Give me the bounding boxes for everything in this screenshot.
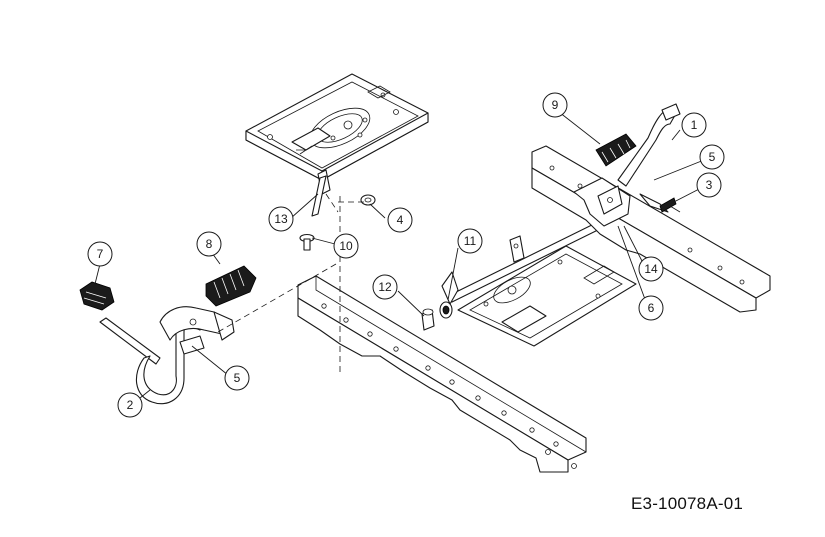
svg-text:13: 13 xyxy=(274,212,288,226)
callout-6: 6 xyxy=(638,295,664,321)
assembly-guide-lines xyxy=(217,193,364,372)
bolt-10 xyxy=(299,233,315,251)
bushing-4 xyxy=(360,194,376,206)
svg-text:7: 7 xyxy=(97,247,104,261)
svg-text:14: 14 xyxy=(644,262,658,276)
leader-lines xyxy=(93,111,706,399)
callout-9: 9 xyxy=(542,92,568,118)
svg-text:10: 10 xyxy=(339,239,353,253)
seat-plate xyxy=(245,73,429,195)
svg-text:2: 2 xyxy=(127,398,134,412)
pedal-pad-7 xyxy=(79,281,115,311)
svg-text:1: 1 xyxy=(691,118,698,132)
svg-text:8: 8 xyxy=(206,237,213,251)
callout-13: 13 xyxy=(268,206,294,232)
callout-14: 14 xyxy=(638,256,664,282)
svg-text:12: 12 xyxy=(378,280,392,294)
callout-8: 8 xyxy=(196,231,222,257)
lift-handle xyxy=(617,103,681,187)
callout-5-left: 5 xyxy=(224,365,250,391)
svg-text:6: 6 xyxy=(648,301,655,315)
pedal-pad-8 xyxy=(205,265,257,307)
pedal-assembly xyxy=(99,306,235,405)
spacer-12 xyxy=(421,308,435,331)
grip-9 xyxy=(595,133,637,167)
svg-text:5: 5 xyxy=(709,150,716,164)
callout-2: 2 xyxy=(117,392,143,418)
lift-bracket xyxy=(573,177,669,227)
callout-12: 12 xyxy=(372,274,398,300)
svg-text:11: 11 xyxy=(464,234,477,248)
svg-text:4: 4 xyxy=(397,213,404,227)
spacer-11 xyxy=(439,301,453,319)
pin-13 xyxy=(311,175,327,217)
callout-11: 11 xyxy=(457,228,483,254)
callout-10: 10 xyxy=(333,233,359,259)
frame-rail-left xyxy=(297,275,587,473)
callout-1: 1 xyxy=(681,112,707,138)
drawing-code: E3-10078A-01 xyxy=(631,494,744,513)
callout-3: 3 xyxy=(696,172,722,198)
callout-5-right: 5 xyxy=(699,144,725,170)
svg-text:3: 3 xyxy=(706,178,713,192)
svg-text:5: 5 xyxy=(234,371,241,385)
svg-text:9: 9 xyxy=(552,98,559,112)
center-plate xyxy=(457,245,637,347)
callout-7: 7 xyxy=(87,241,113,267)
callout-4: 4 xyxy=(387,207,413,233)
screw-3 xyxy=(659,197,681,213)
